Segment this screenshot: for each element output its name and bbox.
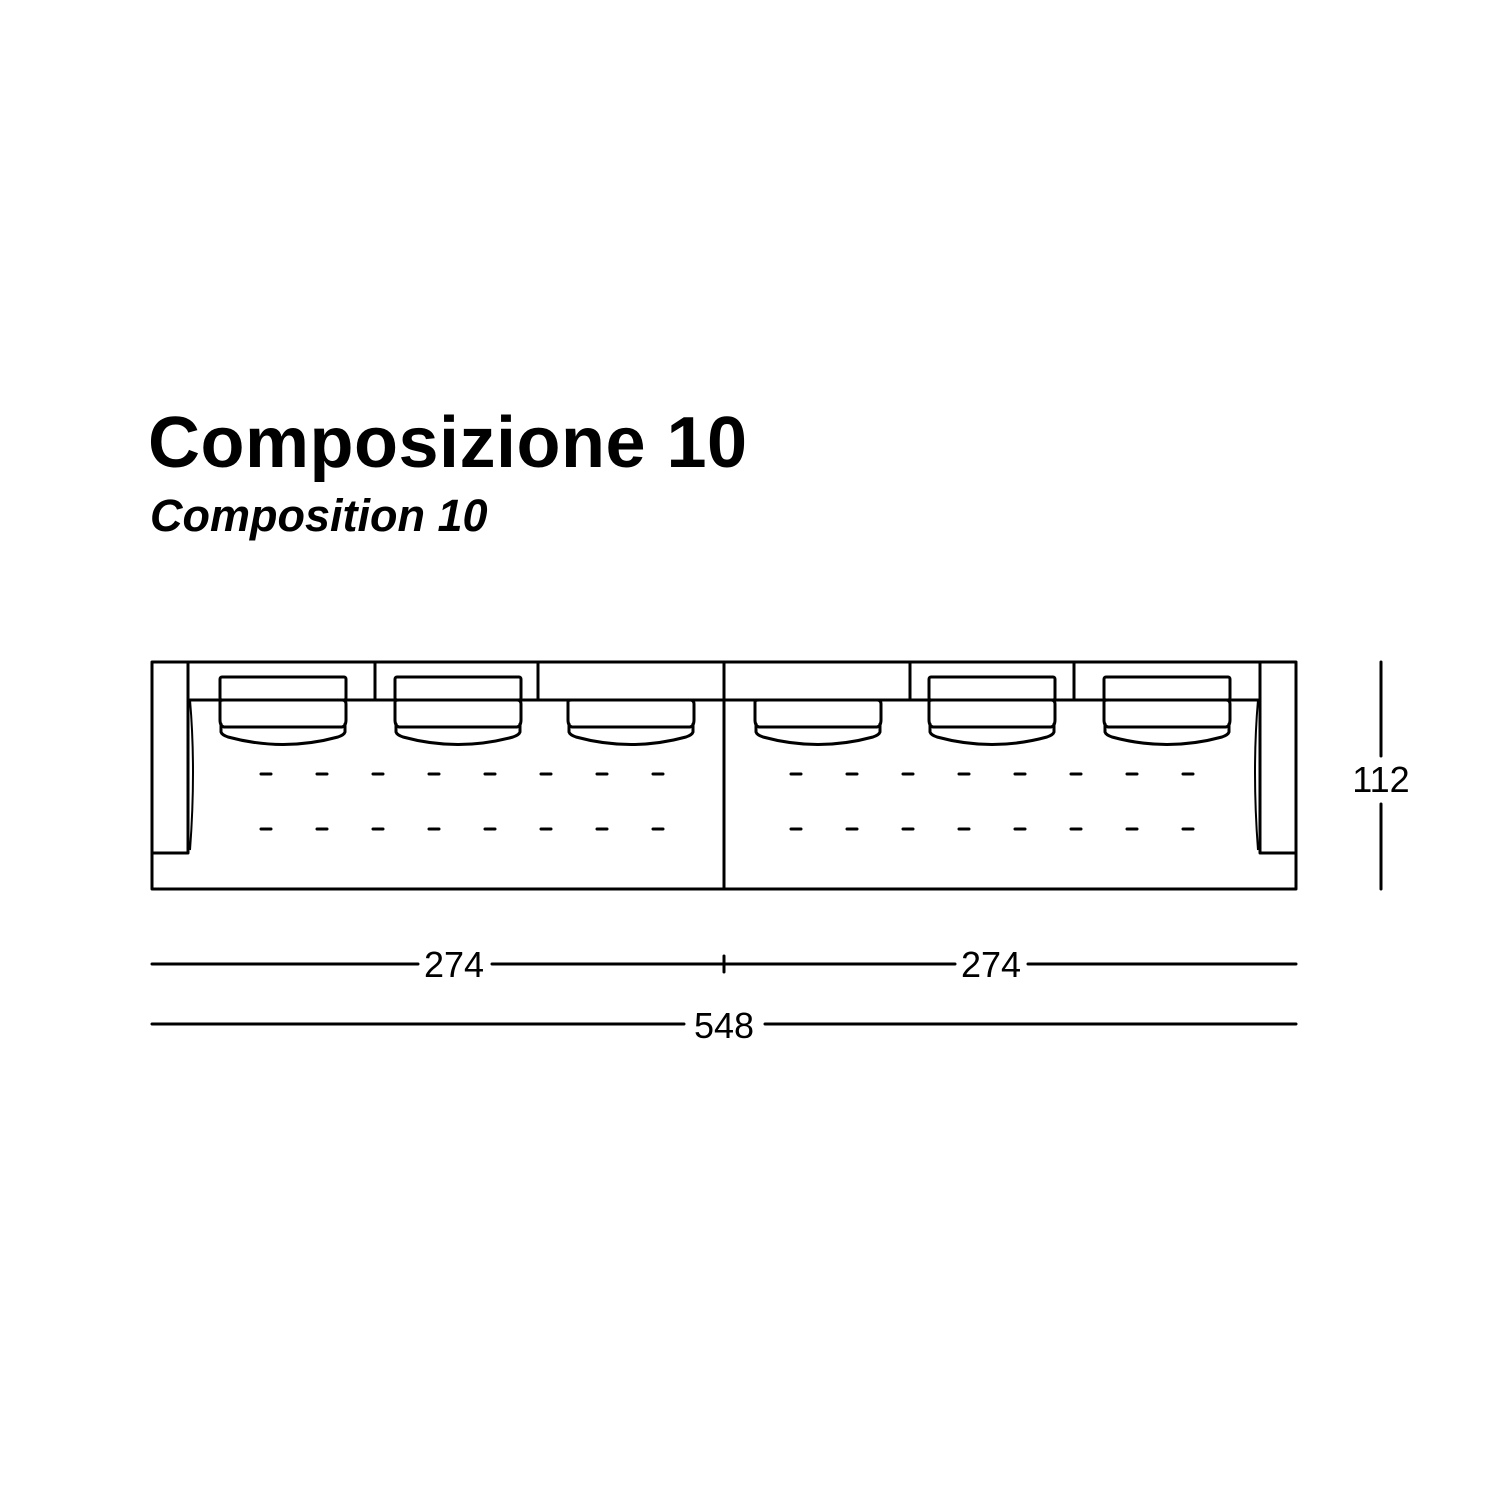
dimension-label-left: 274 [424, 944, 484, 985]
left-armrest-curve [189, 699, 194, 851]
seat-pillow [1102, 698, 1232, 729]
right-armrest [1258, 660, 1298, 855]
seat-pillow-lower [1103, 722, 1231, 746]
right-armrest-curve [1254, 699, 1259, 851]
left-armrest [150, 660, 190, 855]
dimension-label-depth: 112 [1352, 759, 1409, 800]
sofa-outline [150, 660, 1298, 891]
back-cushion [393, 675, 523, 702]
seat-pillow-lower [928, 722, 1056, 746]
seat-pillow-lower [394, 722, 522, 746]
width-dimensions: 274 274 548 [150, 944, 1298, 1046]
seat-pillow [393, 698, 523, 729]
back-cushion [927, 675, 1057, 702]
seat-stitching [259, 772, 1195, 831]
cushions [218, 675, 1232, 746]
seat-pillow [753, 698, 883, 729]
seat-pillow [218, 698, 348, 729]
dimension-label-right: 274 [961, 944, 1021, 985]
seat-pillow-lower [754, 722, 882, 746]
depth-dimension: 112 [1352, 660, 1410, 891]
page-subtitle: Composition 10 [150, 490, 488, 541]
seat-pillow-lower [219, 722, 347, 746]
seat-pillow-lower [567, 722, 695, 746]
page-title: Composizione 10 [148, 403, 748, 483]
dimension-label-total: 548 [694, 1005, 754, 1046]
back-cushion [1102, 675, 1232, 702]
seat-pillow [566, 698, 696, 729]
seat-pillow [927, 698, 1057, 729]
back-cushion [218, 675, 348, 702]
